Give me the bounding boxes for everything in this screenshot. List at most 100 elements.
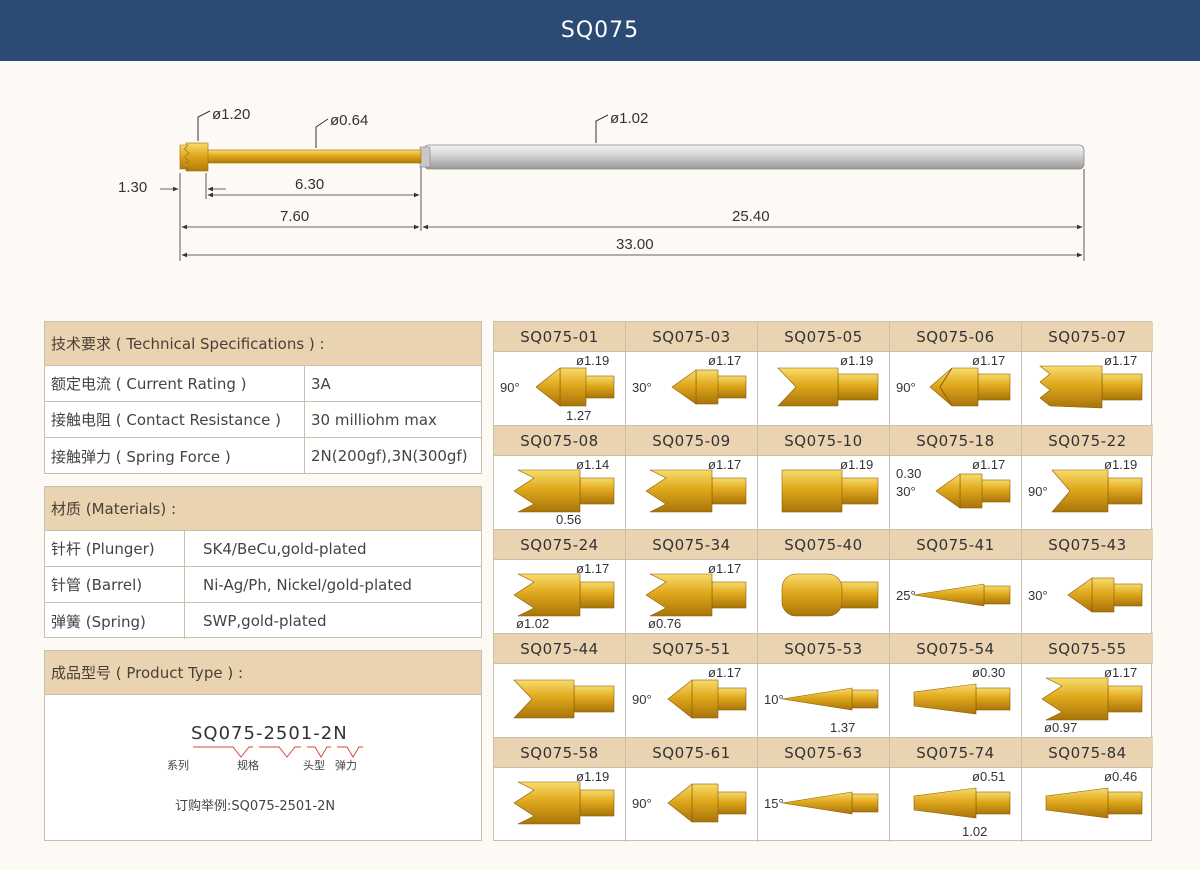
probe-tip-shape (513, 573, 615, 617)
probe-tip-drawing: 90° (632, 783, 747, 823)
probe-model-label: SQ075-07 (1022, 322, 1153, 352)
probe-model-label: SQ075-84 (1022, 738, 1153, 768)
probe-tip-shape (913, 683, 1011, 715)
probe-tip-drawing (781, 573, 879, 617)
material-label: 针杆 (Plunger) (45, 531, 185, 566)
probe-model-label: SQ075-51 (626, 634, 757, 664)
probe-cell: SQ075-24 ø1.17 ø1.02 (494, 530, 626, 634)
probe-model-label: SQ075-58 (494, 738, 625, 768)
dim-barrel-diameter: ø1.02 (610, 110, 648, 127)
probe-dim-label: 30° (896, 484, 916, 499)
probe-cell: SQ075-06 ø1.17 90° (890, 322, 1022, 426)
probe-model-label: SQ075-08 (494, 426, 625, 456)
spec-row: 接触电阻 ( Contact Resistance ) 30 milliohm … (45, 402, 481, 438)
probe-tip-shape (777, 367, 879, 407)
probe-tip-shape (513, 781, 615, 825)
probe-tip-drawing: ø1.17 (1039, 353, 1143, 409)
product-code: SQ075-2501-2N (191, 723, 348, 744)
probe-tip-shape (935, 473, 1011, 509)
probe-model-label: SQ075-09 (626, 426, 757, 456)
probe-dim-label: 90° (896, 380, 916, 395)
material-value: Ni-Ag/Ph, Nickel/gold-plated (203, 575, 412, 594)
dim-barrel-length: 25.40 (732, 208, 770, 225)
materials-title: 材质 (Materials) : (45, 487, 481, 531)
probe-dim-label: ø1.17 (972, 457, 1005, 472)
probe-tip-drawing: ø1.17 0.30 30° (896, 457, 1011, 509)
page-header: SQ075 (0, 0, 1200, 61)
probe-tip-shape (781, 687, 879, 711)
code-breakdown-lines (193, 746, 363, 758)
probe-tip-shape (513, 469, 615, 513)
probe-cell: SQ075-09 ø1.17 (626, 426, 758, 530)
spec-value: 2N(200gf),3N(300gf) (311, 447, 468, 465)
probe-cell: SQ075-41 25° (890, 530, 1022, 634)
probe-tip-shape (781, 469, 879, 513)
probe-tip-shape (913, 787, 1011, 819)
probe-tip-drawing: ø1.19 (781, 457, 879, 513)
probe-model-label: SQ075-74 (890, 738, 1021, 768)
probe-dim-label: ø1.14 (576, 457, 609, 472)
probe-dim-label: 1.37 (830, 720, 855, 735)
probe-dim-label: ø1.17 (708, 561, 741, 576)
probe-model-label: SQ075-05 (758, 322, 889, 352)
probe-tip-shape (645, 469, 747, 513)
probe-dim-label: ø1.02 (516, 616, 549, 631)
probe-model-label: SQ075-61 (626, 738, 757, 768)
probe-tip-shape (645, 573, 747, 617)
probe-tip-shape (1039, 365, 1143, 409)
probe-dim-label: ø0.30 (972, 665, 1005, 680)
probe-tip-shape (1067, 577, 1143, 613)
probe-model-label: SQ075-40 (758, 530, 889, 560)
code-part-spec: 规格 (237, 759, 259, 772)
tech-specs-panel: 技术要求 ( Technical Specifications ) : 额定电流… (44, 321, 482, 474)
probe-dim-label: 0.56 (556, 512, 581, 527)
plunger (204, 149, 422, 164)
probe-dim-label: ø1.17 (576, 561, 609, 576)
probe-cell: SQ075-05 ø1.19 (758, 322, 890, 426)
probe-tip-shape (929, 367, 1011, 407)
probe-model-label: SQ075-10 (758, 426, 889, 456)
probe-dim-label: ø1.17 (972, 353, 1005, 368)
material-label: 弹簧 (Spring) (45, 603, 185, 639)
tech-specs-title: 技术要求 ( Technical Specifications ) : (45, 322, 481, 366)
probe-model-label: SQ075-34 (626, 530, 757, 560)
dim-head-diameter: ø1.20 (212, 106, 250, 123)
dim-total-length: 33.00 (616, 236, 654, 253)
probe-dim-label: 0.30 (896, 466, 921, 481)
probe-cell: SQ075-40 (758, 530, 890, 634)
probe-cell: SQ075-43 30° (1022, 530, 1153, 634)
probe-head (179, 142, 209, 172)
probe-dim-label: ø1.17 (1104, 353, 1137, 368)
dim-exposed-length: 7.60 (280, 208, 309, 225)
probe-tip-drawing: 30° (1028, 577, 1143, 613)
probe-dim-label: 90° (1028, 484, 1048, 499)
probe-cell: SQ075-10 ø1.19 (758, 426, 890, 530)
probe-dimension-drawing: ø1.20 ø0.64 ø1.02 1.30 6.30 7.60 25.40 3… (118, 106, 1085, 261)
probe-model-label: SQ075-06 (890, 322, 1021, 352)
probe-dim-label: ø1.19 (840, 353, 873, 368)
probe-tip-shape (1045, 787, 1143, 819)
probe-dim-label: ø0.46 (1104, 769, 1137, 784)
probe-model-label: SQ075-43 (1022, 530, 1153, 560)
dim-plunger-length: 6.30 (295, 176, 324, 193)
probe-dim-label: ø0.51 (972, 769, 1005, 784)
probe-tip-shape (913, 583, 1011, 607)
probe-dim-label: 90° (632, 796, 652, 811)
probe-cell: SQ075-61 90° (626, 738, 758, 842)
probe-model-label: SQ075-01 (494, 322, 625, 352)
probe-tip-shape (781, 573, 879, 617)
probe-model-label: SQ075-18 (890, 426, 1021, 456)
probe-model-label: SQ075-24 (494, 530, 625, 560)
probe-model-label: SQ075-44 (494, 634, 625, 664)
probe-tip-drawing: ø1.17 (645, 457, 747, 513)
probe-tip-drawing: ø1.17 90° (896, 353, 1011, 407)
probe-dim-label: ø1.19 (840, 457, 873, 472)
